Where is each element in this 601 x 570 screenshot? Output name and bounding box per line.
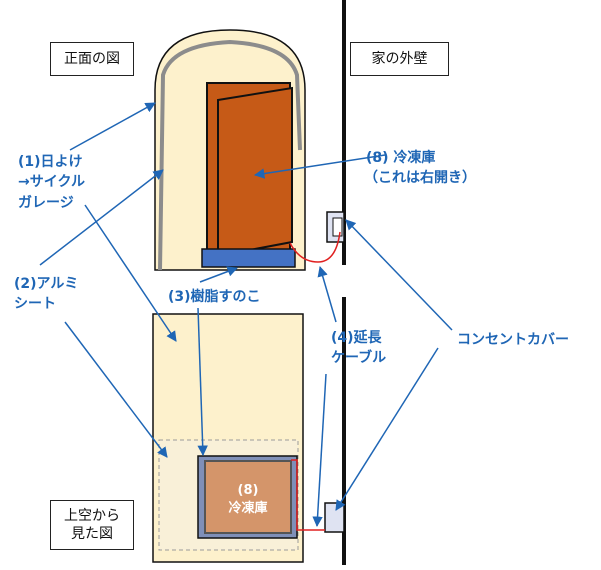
extension-cable-text-1: (4)延長 bbox=[331, 330, 382, 346]
house-wall-text: 家の外壁 bbox=[371, 50, 428, 67]
freezer-top-text-2: 冷凍庫 bbox=[228, 500, 268, 516]
top-view-label: 上空から 見た図 bbox=[50, 500, 134, 550]
resin-mat-front bbox=[201, 248, 296, 268]
arrow-resin-b bbox=[197, 307, 208, 457]
freezer-front-label: (8) 冷凍庫 （これは右開き） bbox=[364, 148, 476, 189]
arrow-freezer-front bbox=[253, 154, 386, 179]
outlet-cover-label: コンセントカバー bbox=[457, 330, 569, 350]
top-view-text-2: 見た図 bbox=[71, 526, 113, 542]
aluminum-text-1: (2)アルミ bbox=[14, 276, 79, 292]
top-view-text-1: 上空から bbox=[64, 507, 120, 524]
arrow-sunshade-a bbox=[69, 102, 156, 151]
front-view-text: 正面の図 bbox=[64, 50, 120, 67]
arrow-sunshade-b bbox=[84, 204, 177, 342]
arrow-outlet-b bbox=[335, 347, 439, 511]
arrow-resin-a bbox=[199, 266, 238, 283]
arrow-cable-b bbox=[312, 373, 327, 528]
sunshade-text-3: ガレージ bbox=[18, 194, 74, 211]
freezer-door bbox=[217, 86, 293, 258]
freezer-top bbox=[204, 460, 292, 534]
arrow-outlet-a bbox=[345, 219, 453, 331]
outlet-front bbox=[332, 217, 343, 237]
arrow-cable-a bbox=[317, 265, 337, 323]
extension-cable-top bbox=[291, 459, 325, 531]
freezer-front-text-2: （これは右開き） bbox=[364, 170, 476, 187]
outlet-cover-top bbox=[324, 502, 345, 533]
freezer-top-label: (8) 冷凍庫 bbox=[210, 482, 286, 517]
arrow-aluminum-a bbox=[39, 169, 164, 266]
aluminum-text-2: シート bbox=[14, 296, 56, 313]
extension-cable-front bbox=[289, 231, 341, 263]
sunshade-text-2: →サイクル bbox=[18, 174, 86, 191]
front-view-label: 正面の図 bbox=[50, 42, 134, 76]
extension-cable-text-2: ケーブル bbox=[331, 350, 387, 367]
resin-mat-text: (3)樹脂すのこ bbox=[168, 289, 261, 305]
outlet-cover-text: コンセントカバー bbox=[457, 332, 569, 348]
house-wall-label: 家の外壁 bbox=[350, 42, 449, 76]
aluminum-sheet-outline bbox=[158, 39, 302, 271]
resin-mat-label: (3)樹脂すのこ bbox=[168, 287, 261, 307]
aluminum-label: (2)アルミ シート bbox=[14, 274, 78, 315]
sunshade-label: (1)日よけ →サイクル ガレージ bbox=[18, 152, 85, 213]
freezer-top-text-1: (8) bbox=[237, 483, 259, 498]
arrow-aluminum-b bbox=[64, 321, 168, 458]
freezer-front-text-1: (8) 冷凍庫 bbox=[366, 150, 436, 166]
extension-cable-label: (4)延長 ケーブル bbox=[331, 328, 386, 369]
sunshade-text-1: (1)日よけ bbox=[18, 154, 83, 170]
